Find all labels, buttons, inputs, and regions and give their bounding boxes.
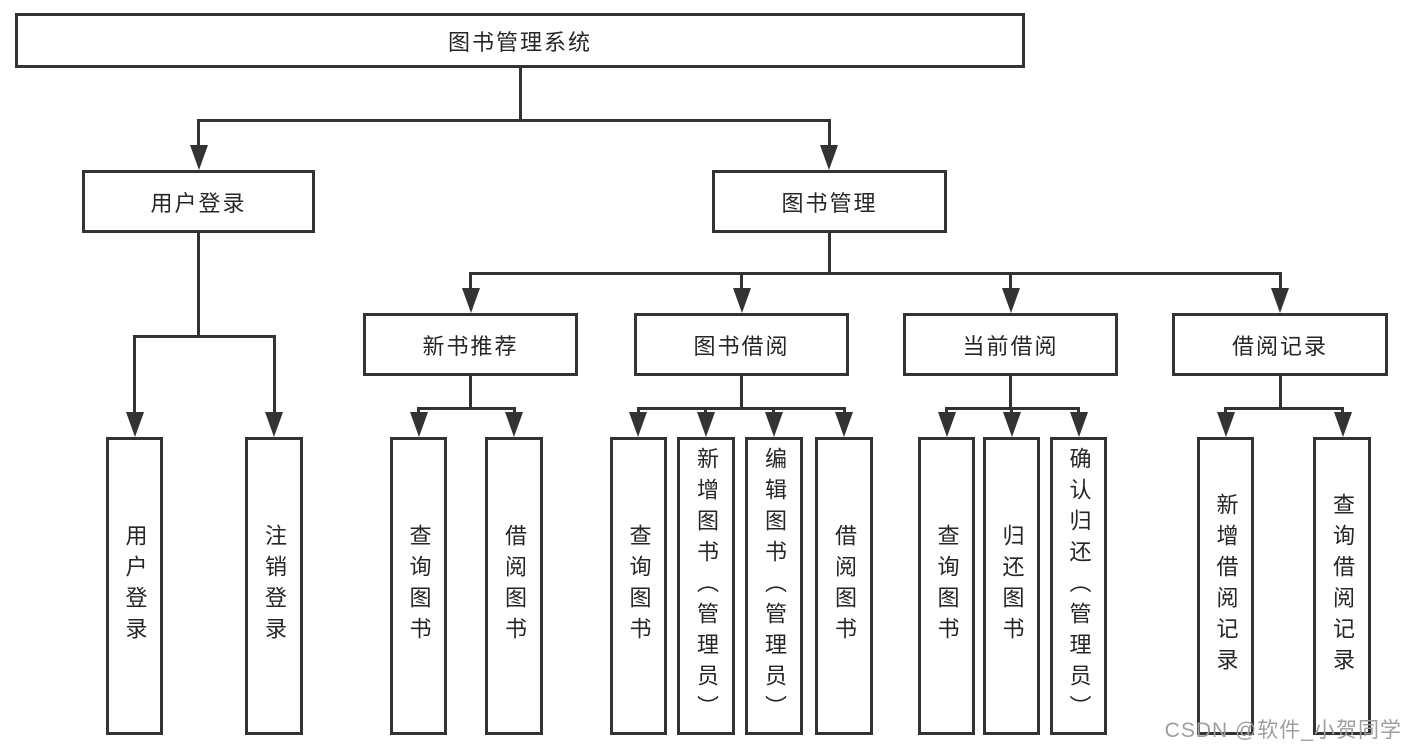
connector-records-split <box>1224 407 1344 410</box>
arrow-down-newbook-borrow-icon <box>505 412 523 437</box>
connector-newbook-split <box>417 407 516 410</box>
leaf-newbook-borrow-label: 借阅图书 <box>502 524 527 648</box>
connector-to-user-login <box>197 119 200 149</box>
arrow-down-leaf-user-login-icon <box>126 412 144 437</box>
leaf-borrow-add-admin-label: 新增图书（管理员） <box>694 446 719 726</box>
leaf-current-query-label: 查询图书 <box>934 524 960 648</box>
arrow-down-current-return-icon <box>1003 412 1021 437</box>
node-current-borrow: 当前借阅 <box>903 313 1118 376</box>
leaf-current-query: 查询图书 <box>918 437 975 735</box>
node-user-login: 用户登录 <box>82 170 315 233</box>
arrow-down-bookborrow-add-icon <box>697 412 715 437</box>
connector-newbook-l2 <box>513 407 516 416</box>
connector-records-drop <box>1279 376 1282 409</box>
arrow-down-user-login-icon <box>190 145 208 170</box>
arrow-down-records-add-icon <box>1217 412 1235 437</box>
leaf-newbook-query-label: 查询图书 <box>406 524 432 648</box>
node-new-book-recommend-label: 新书推荐 <box>422 333 519 359</box>
leaf-record-add-label: 新增借阅记录 <box>1213 493 1239 679</box>
connector-to-leaf-logout <box>273 335 276 415</box>
connector-to-borrow-records <box>1279 272 1282 292</box>
arrow-down-current-confirm-icon <box>1070 412 1088 437</box>
node-book-borrow: 图书借阅 <box>634 313 849 376</box>
leaf-logout: 注销登录 <box>245 437 303 735</box>
arrow-down-new-book-icon <box>462 288 480 313</box>
connector-to-new-book <box>469 272 472 292</box>
watermark: CSDN @软件_小贺同学 <box>1164 719 1402 742</box>
arrow-down-bookborrow-edit-icon <box>765 412 783 437</box>
node-new-book-recommend: 新书推荐 <box>363 313 578 376</box>
connector-current-l2 <box>1010 407 1013 416</box>
connector-current-l1 <box>945 407 948 416</box>
connector-bookborrow-l2 <box>704 407 707 416</box>
leaf-current-return-label: 归还图书 <box>999 524 1025 648</box>
leaf-current-confirm-admin-label: 确认归还（管理员） <box>1066 446 1092 726</box>
arrow-down-current-borrow-icon <box>1002 288 1020 313</box>
node-current-borrow-label: 当前借阅 <box>962 333 1059 359</box>
leaf-newbook-borrow: 借阅图书 <box>485 437 543 735</box>
leaf-record-query: 查询借阅记录 <box>1313 437 1371 735</box>
connector-bookborrow-l1 <box>637 407 640 416</box>
connector-bookborrow-split <box>637 407 846 410</box>
arrow-down-records-query-icon <box>1334 412 1352 437</box>
leaf-user-login-label: 用户登录 <box>122 524 148 648</box>
leaf-borrow-edit-admin-label: 编辑图书（管理员） <box>762 446 787 726</box>
leaf-user-login: 用户登录 <box>106 437 163 735</box>
connector-mgmt-drop <box>828 233 831 275</box>
leaf-record-query-label: 查询借阅记录 <box>1330 493 1355 679</box>
leaf-borrow-add-admin: 新增图书（管理员） <box>677 437 735 735</box>
connector-bookborrow-l4 <box>843 407 846 416</box>
connector-current-l3 <box>1077 407 1080 416</box>
leaf-logout-label: 注销登录 <box>262 524 287 648</box>
arrow-down-bookborrow-borrow-icon <box>835 412 853 437</box>
leaf-record-add: 新增借阅记录 <box>1197 437 1254 735</box>
node-user-login-label: 用户登录 <box>150 190 247 216</box>
node-book-borrow-label: 图书借阅 <box>693 333 790 359</box>
arrow-down-newbook-query-icon <box>410 412 428 437</box>
leaf-newbook-query: 查询图书 <box>390 437 447 735</box>
connector-root-split <box>197 119 831 122</box>
leaf-current-confirm-admin: 确认归还（管理员） <box>1050 437 1107 735</box>
leaf-borrow-query: 查询图书 <box>610 437 667 735</box>
connector-records-l1 <box>1224 407 1227 416</box>
node-root-label: 图书管理系统 <box>447 29 592 55</box>
connector-to-book-management <box>828 119 831 149</box>
node-borrow-records: 借阅记录 <box>1172 313 1388 376</box>
connector-records-l2 <box>1341 407 1344 416</box>
node-borrow-records-label: 借阅记录 <box>1231 333 1328 359</box>
connector-to-book-borrow <box>740 272 743 292</box>
node-root: 图书管理系统 <box>15 13 1025 68</box>
leaf-borrow-edit-admin: 编辑图书（管理员） <box>745 437 803 735</box>
connector-mgmt-split <box>469 272 1282 275</box>
leaf-borrow-book-label: 借阅图书 <box>832 524 857 648</box>
connector-root-drop <box>519 68 522 121</box>
leaf-borrow-book: 借阅图书 <box>815 437 873 735</box>
arrow-down-current-query-icon <box>938 412 956 437</box>
leaf-borrow-query-label: 查询图书 <box>626 524 652 648</box>
connector-to-leaf-user-login <box>133 335 136 415</box>
arrow-down-book-borrow-icon <box>733 288 751 313</box>
connector-newbook-l1 <box>417 407 420 416</box>
connector-bookborrow-l3 <box>772 407 775 416</box>
connector-bookborrow-drop <box>740 376 743 409</box>
arrow-down-bookborrow-query-icon <box>629 412 647 437</box>
leaf-current-return: 归还图书 <box>983 437 1040 735</box>
connector-current-drop <box>1009 376 1012 409</box>
node-book-management-label: 图书管理 <box>781 190 878 216</box>
arrow-down-leaf-logout-icon <box>265 412 283 437</box>
connector-login-split <box>133 335 276 338</box>
arrow-down-book-management-icon <box>820 145 838 170</box>
connector-login-drop <box>197 233 200 338</box>
connector-to-current-borrow <box>1009 272 1012 292</box>
arrow-down-borrow-records-icon <box>1271 288 1289 313</box>
node-book-management: 图书管理 <box>712 170 947 233</box>
connector-newbook-drop <box>469 376 472 409</box>
